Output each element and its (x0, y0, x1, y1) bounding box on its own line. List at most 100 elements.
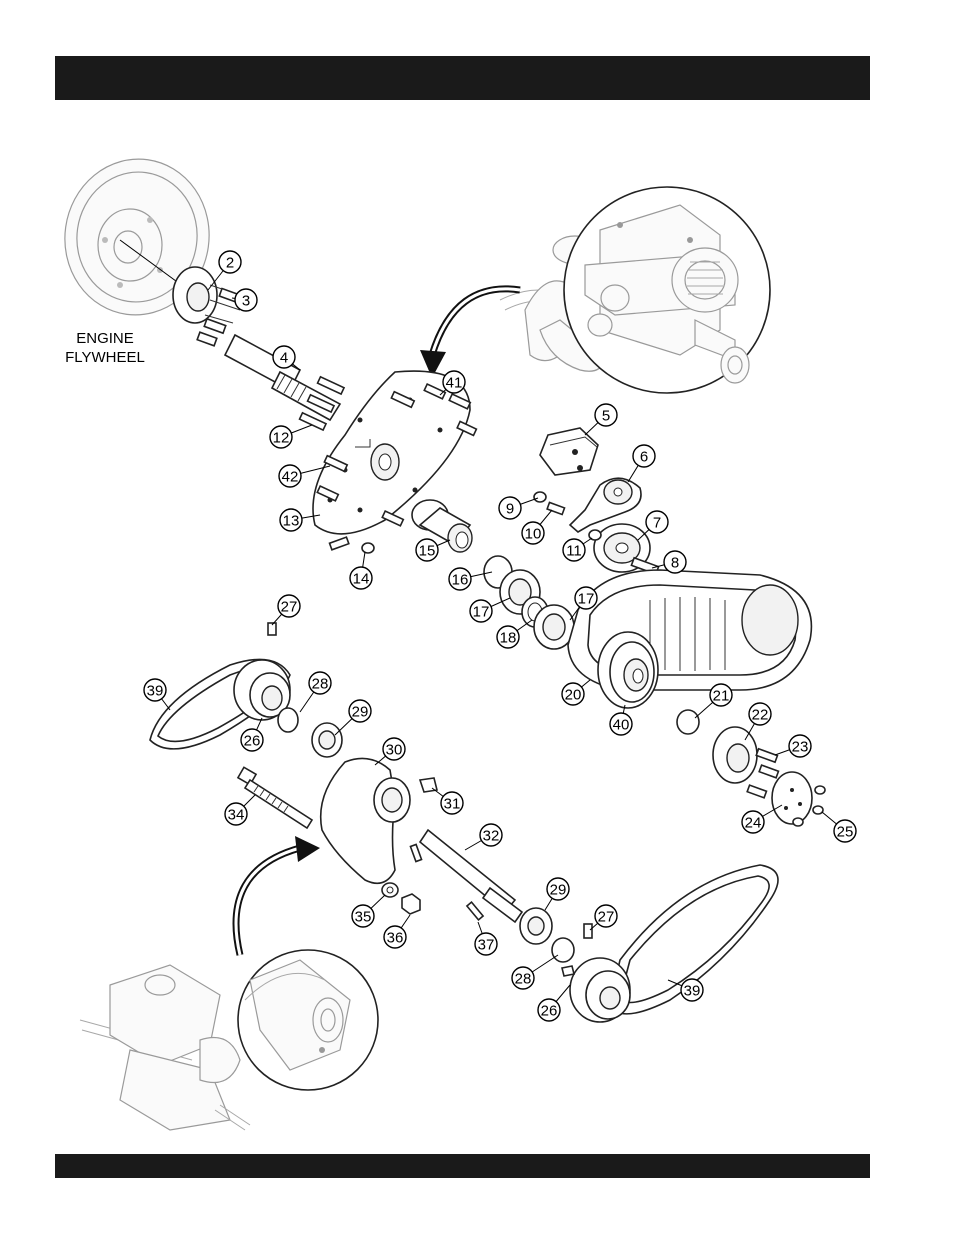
callout-37: 37 (475, 933, 497, 955)
callout-number: 26 (244, 733, 261, 750)
callout-number: 23 (792, 739, 809, 756)
coupling-hub (173, 267, 243, 346)
callout-9: 9 (499, 497, 521, 519)
callout-number: 32 (483, 828, 500, 845)
engine-flywheel-label-2: FLYWHEEL (65, 349, 145, 366)
callout-number: 27 (598, 909, 615, 926)
pointer-arrow-top (420, 289, 520, 378)
callout-30: 30 (383, 738, 405, 760)
callout-36: 36 (384, 926, 406, 948)
callout-17: 17 (470, 600, 492, 622)
callout-number: 10 (525, 526, 542, 543)
callout-number: 30 (386, 742, 403, 759)
callout-17: 17 (575, 587, 597, 609)
pump-detail-inset (80, 950, 378, 1130)
callout-26: 26 (538, 999, 560, 1021)
callout-number: 31 (444, 796, 461, 813)
output-coupling (677, 710, 825, 826)
callout-number: 25 (837, 824, 854, 841)
callout-number: 18 (500, 630, 517, 647)
engine-flywheel-label-1: ENGINE (76, 330, 134, 347)
callout-number: 12 (273, 430, 290, 447)
long-bolt (238, 767, 312, 828)
pump-mount-bracket (321, 758, 437, 883)
pointer-arrow-bottom (236, 836, 320, 955)
callout-14: 14 (350, 567, 372, 589)
engine-detail-inset (500, 187, 770, 393)
callout-23: 23 (789, 735, 811, 757)
callout-40: 40 (610, 713, 632, 735)
callout-number: 13 (283, 513, 300, 530)
callout-31: 31 (441, 792, 463, 814)
main-drive-belt (568, 570, 811, 708)
callout-34: 34 (225, 803, 247, 825)
callout-number: 17 (473, 604, 490, 621)
callout-42: 42 (279, 465, 301, 487)
callout-25: 25 (834, 820, 856, 842)
callout-5: 5 (595, 404, 617, 426)
callout-number: 29 (550, 882, 567, 899)
callout-7: 7 (646, 511, 668, 533)
callout-20: 20 (562, 683, 584, 705)
callout-29: 29 (547, 878, 569, 900)
callout-number: 36 (387, 930, 404, 947)
callout-number: 15 (419, 543, 436, 560)
callout-13: 13 (280, 509, 302, 531)
callout-27: 27 (595, 905, 617, 927)
callout-number: 20 (565, 687, 582, 704)
callout-number: 14 (353, 571, 370, 588)
callout-24: 24 (742, 811, 764, 833)
callout-27: 27 (278, 595, 300, 617)
callout-number: 39 (147, 683, 164, 700)
callout-39: 39 (144, 679, 166, 701)
callout-35: 35 (352, 905, 374, 927)
callout-8: 8 (664, 551, 686, 573)
callout-number: 24 (745, 815, 762, 832)
callout-21: 21 (710, 684, 732, 706)
callout-number: 27 (281, 599, 298, 616)
callout-number: 28 (312, 676, 329, 693)
callout-26: 26 (241, 729, 263, 751)
callout-number: 5 (602, 408, 610, 425)
callout-28: 28 (512, 967, 534, 989)
callout-16: 16 (449, 568, 471, 590)
callout-41: 41 (443, 371, 465, 393)
callout-18: 18 (497, 626, 519, 648)
callout-15: 15 (416, 539, 438, 561)
callout-4: 4 (273, 346, 295, 368)
callout-number: 35 (355, 909, 372, 926)
callout-number: 17 (578, 591, 595, 608)
callout-11: 11 (563, 539, 585, 561)
callout-number: 11 (566, 543, 582, 560)
callout-number: 8 (671, 555, 679, 572)
callout-number: 39 (684, 983, 701, 1000)
pump-shaft (420, 830, 522, 922)
callout-6: 6 (633, 445, 655, 467)
callout-number: 29 (352, 704, 369, 721)
callout-39: 39 (681, 979, 703, 1001)
callout-number: 9 (506, 501, 514, 518)
callout-number: 22 (752, 707, 769, 724)
callout-number: 34 (228, 807, 245, 824)
callout-number: 21 (713, 688, 730, 705)
callout-number: 6 (640, 449, 648, 466)
washer-and-nut (382, 883, 420, 914)
callout-29: 29 (349, 700, 371, 722)
callout-number: 16 (452, 572, 469, 589)
callout-number: 40 (613, 717, 630, 734)
callout-number: 3 (242, 293, 250, 310)
callout-number: 26 (541, 1003, 558, 1020)
callout-number: 2 (226, 255, 234, 272)
callout-number: 42 (282, 469, 299, 486)
callout-28: 28 (309, 672, 331, 694)
callout-12: 12 (270, 426, 292, 448)
callout-number: 7 (653, 515, 661, 532)
callout-22: 22 (749, 703, 771, 725)
callout-32: 32 (480, 824, 502, 846)
callout-2: 2 (219, 251, 241, 273)
callout-number: 41 (446, 375, 463, 392)
callout-number: 28 (515, 971, 532, 988)
callout-number: 4 (280, 350, 288, 367)
callout-number: 37 (478, 937, 495, 954)
